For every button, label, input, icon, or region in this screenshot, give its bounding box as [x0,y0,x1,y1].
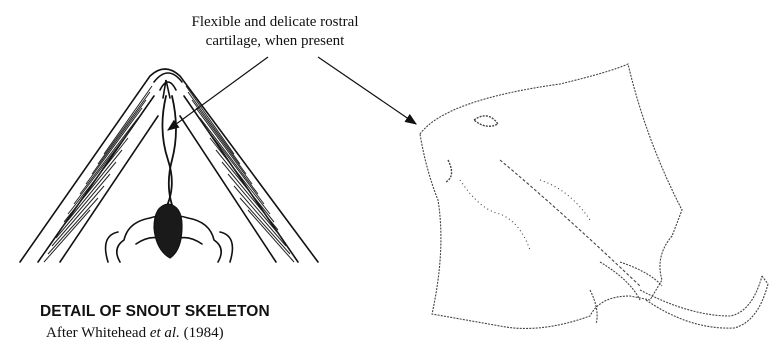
caption-title: DETAIL OF SNOUT SKELETON [40,303,340,321]
callout-arrows [168,57,416,130]
arrow-to-snout [168,57,268,130]
caption-credit: After Whitehead et al. (1984) [46,325,346,342]
callout-line-1: Flexible and delicate rostral [150,13,400,32]
cartilage-dark-mass [154,204,182,258]
credit-prefix: After Whitehead [46,325,150,341]
callout-line-2: cartilage, when present [150,32,400,51]
fin-rays-right [186,86,294,262]
ray-outline-drawing [420,64,768,328]
arrow-to-ray [318,57,416,124]
credit-etal: et al. [150,325,180,341]
fin-rays-left [44,86,152,262]
callout-label: Flexible and delicate rostral cartilage,… [150,13,400,51]
credit-suffix: (1984) [180,325,224,341]
